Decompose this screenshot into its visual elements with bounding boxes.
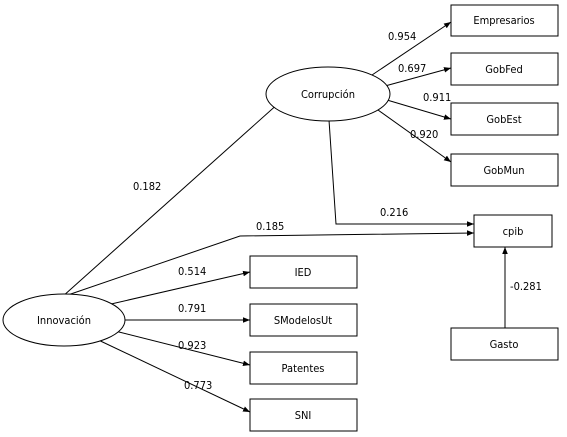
edge-innovacion-sni — [91, 336, 251, 413]
coef-corrupcion-gobest: 0.911 — [423, 91, 451, 104]
edge-corrupcion-gobest — [386, 99, 452, 120]
edge-corrupcion-empresarios — [371, 21, 452, 76]
latent-variables: Corrupción Innovación — [2, 66, 391, 347]
latent-node-corrupcion: Corrupción — [265, 66, 391, 122]
coef-innovacion-corrupcion: 0.182 — [133, 180, 161, 193]
coef-gasto-cpib: -0.281 — [510, 280, 542, 293]
coef-innovacion-smodelosut: 0.791 — [178, 302, 206, 315]
box-node-gobest: GobEst — [450, 102, 559, 136]
observed-variables: Empresarios GobFed GobEst GobMun cpib Ga… — [249, 4, 559, 432]
latent-node-innovacion: Innovación — [2, 293, 126, 347]
label-smodelosut: SModelosUt — [274, 314, 332, 327]
edge-labels: 0.182 0.185 0.514 0.791 0.923 0.773 0.95… — [133, 30, 542, 392]
coef-innovacion-sni: 0.773 — [184, 379, 212, 392]
box-sni — [249, 398, 358, 432]
box-cpib — [473, 214, 553, 248]
box-gasto — [450, 327, 559, 361]
edge-corrupcion-cpib — [328, 119, 474, 227]
coef-corrupcion-empresarios: 0.954 — [388, 30, 416, 43]
edge-corrupcion-gobmun — [377, 109, 452, 163]
label-sni: SNI — [295, 409, 312, 422]
box-empresarios — [450, 4, 559, 37]
box-gobmun — [450, 153, 559, 187]
box-node-gasto: Gasto — [450, 327, 559, 361]
edge-corrupcion-gobfed — [384, 67, 452, 87]
coef-innovacion-patentes: 0.923 — [178, 339, 206, 352]
label-ied: IED — [295, 266, 312, 279]
label-gasto: Gasto — [490, 338, 519, 351]
box-node-sni: SNI — [249, 398, 358, 432]
label-cpib: cpib — [503, 225, 524, 238]
label-empresarios: Empresarios — [473, 14, 534, 27]
coef-corrupcion-cpib: 0.216 — [380, 206, 408, 219]
box-patentes — [249, 351, 358, 385]
coef-innovacion-ied: 0.514 — [178, 265, 206, 278]
box-node-ied: IED — [249, 255, 358, 289]
edge-innovacion-cpib — [61, 230, 475, 298]
label-corrupcion: Corrupción — [301, 88, 355, 101]
edge-innovacion-ied — [97, 270, 251, 308]
box-gobest — [450, 102, 559, 136]
box-smodelosut — [249, 303, 358, 337]
label-gobest: GobEst — [486, 113, 521, 126]
box-node-empresarios: Empresarios — [450, 4, 559, 37]
label-innovacion: Innovación — [37, 314, 91, 327]
box-node-patentes: Patentes — [249, 351, 358, 385]
ellipse-innovacion — [2, 293, 126, 347]
label-patentes: Patentes — [282, 362, 325, 375]
label-gobmun: GobMun — [483, 164, 524, 177]
coef-innovacion-cpib: 0.185 — [256, 220, 284, 233]
box-node-smodelosut: SModelosUt — [249, 303, 358, 337]
edge-innovacion-corrupcion — [61, 101, 281, 298]
box-gobfed — [450, 52, 559, 86]
label-gobfed: GobFed — [485, 63, 522, 76]
coef-corrupcion-gobmun: 0.920 — [410, 128, 438, 141]
box-ied — [249, 255, 358, 289]
box-node-gobfed: GobFed — [450, 52, 559, 86]
edge-innovacion-patentes — [114, 330, 251, 367]
box-node-cpib: cpib — [473, 214, 553, 248]
coef-corrupcion-gobfed: 0.697 — [398, 62, 426, 75]
box-node-gobmun: GobMun — [450, 153, 559, 187]
edges — [61, 21, 508, 413]
ellipse-corrupcion — [265, 66, 391, 122]
